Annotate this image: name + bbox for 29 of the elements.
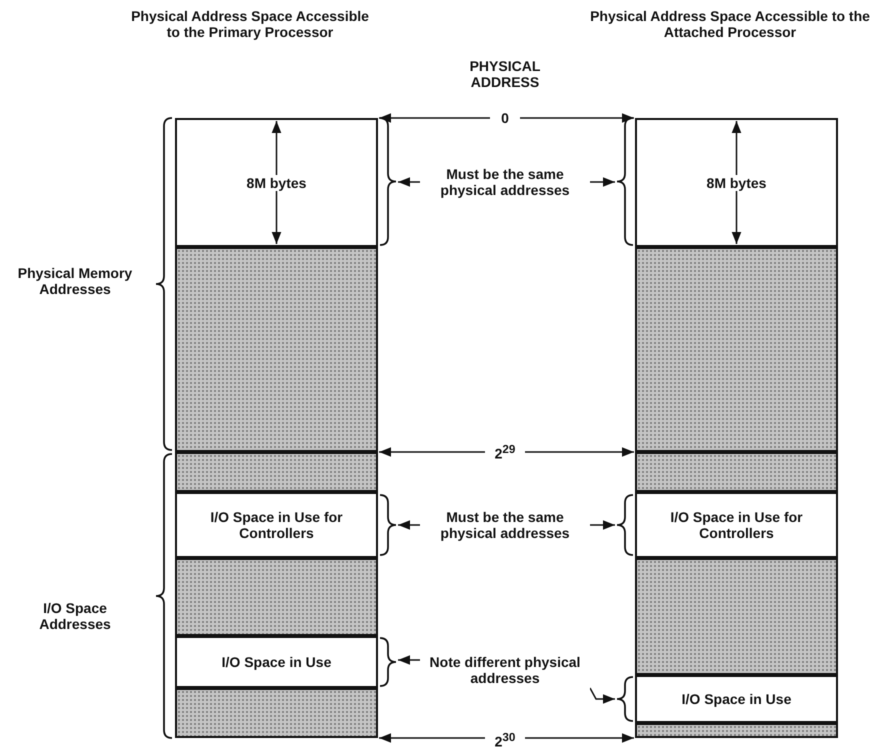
range-label: Physical Memory Addresses <box>16 265 134 297</box>
arrow <box>379 733 485 743</box>
shaded-address-block <box>175 247 378 452</box>
shaded-address-block <box>175 452 378 492</box>
arrow <box>398 655 420 665</box>
range-label: I/O Space Addresses <box>38 600 112 632</box>
address-block: I/O Space in Use for Controllers <box>175 492 378 558</box>
shaded-address-block <box>635 723 838 738</box>
arrow <box>589 688 615 704</box>
address-block: I/O Space in Use <box>635 675 838 723</box>
shaded-address-block <box>635 452 838 492</box>
shaded-address-block <box>175 558 378 636</box>
shaded-address-block <box>175 688 378 738</box>
arrow <box>525 447 634 457</box>
arrow <box>398 177 420 187</box>
address-block: I/O Space in Use for Controllers <box>635 492 838 558</box>
arrow <box>379 113 490 123</box>
column-heading: Physical Address Space Accessible to the Attached Processor <box>589 8 871 40</box>
arrow <box>398 520 420 530</box>
column-heading: Physical Address Space Accessible to the Primary Processor <box>130 8 370 40</box>
shaded-address-block <box>635 558 838 675</box>
axis-heading: PHYSICAL ADDRESS <box>468 58 542 90</box>
arrow <box>590 520 615 530</box>
arrow <box>520 113 634 123</box>
arrow <box>379 447 485 457</box>
arrow <box>590 177 615 187</box>
address-block: I/O Space in Use <box>175 636 378 688</box>
shaded-address-block <box>635 247 838 452</box>
arrow <box>525 733 634 743</box>
